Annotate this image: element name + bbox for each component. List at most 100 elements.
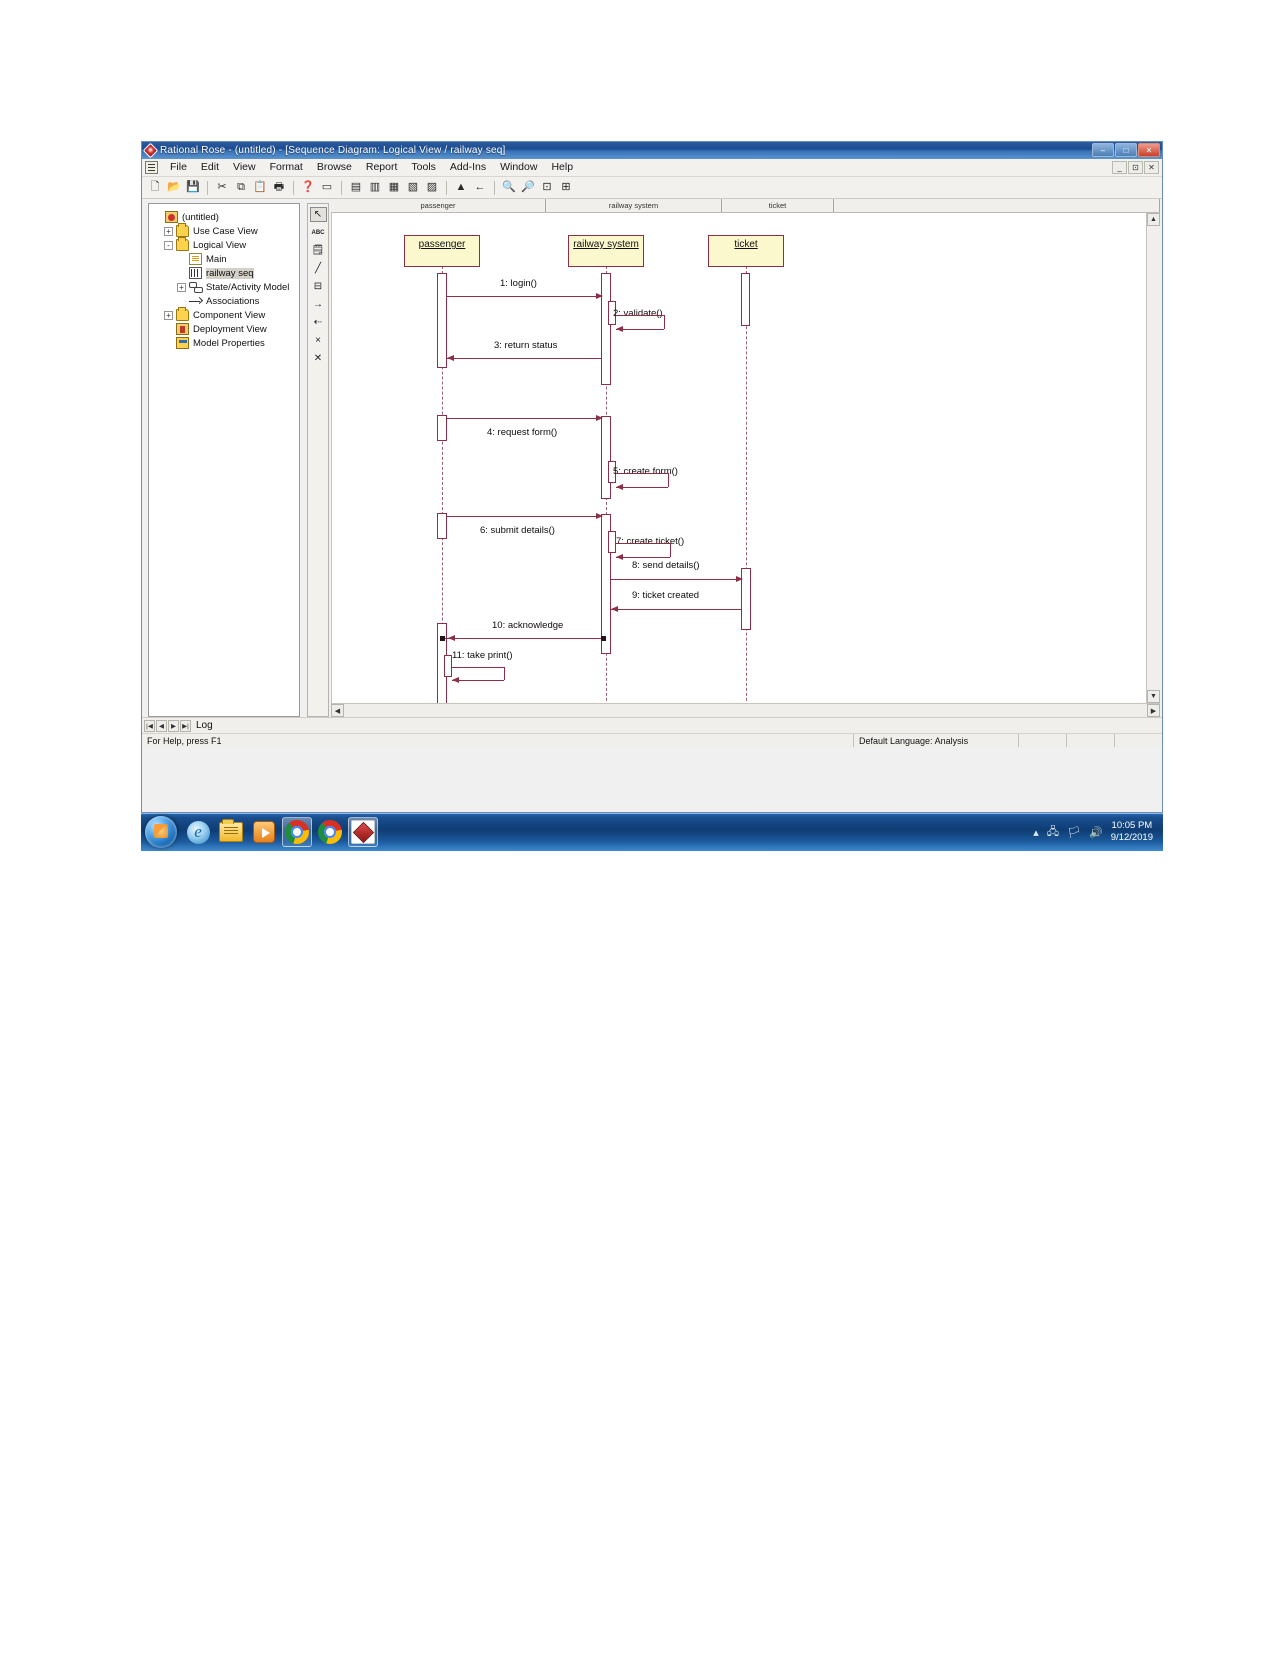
close-button[interactable]: ✕ — [1138, 143, 1160, 157]
expander-icon[interactable]: - — [164, 240, 173, 250]
save-icon[interactable]: 💾 — [186, 181, 200, 193]
log-nav-first-button[interactable]: |◀ — [144, 719, 155, 732]
menu-addins[interactable]: Add-Ins — [449, 161, 487, 173]
message-line-9[interactable] — [611, 609, 741, 610]
zoom-out-icon[interactable]: 🔎 — [521, 181, 535, 193]
destruction-marker-tool[interactable]: × — [315, 334, 321, 346]
browse-state-machine-diagram-icon[interactable]: ▧ — [407, 181, 419, 193]
scroll-down-icon[interactable]: ▼ — [1147, 690, 1160, 703]
log-nav-next-button[interactable]: ▶ — [168, 719, 179, 732]
message-line-2c[interactable] — [616, 329, 664, 330]
activation-railway-self-validate[interactable] — [608, 301, 616, 325]
object-box-passenger[interactable]: passenger — [404, 235, 480, 267]
message-line-3[interactable] — [447, 358, 601, 359]
activation-railway-self-createform[interactable] — [608, 461, 616, 483]
pane-splitter[interactable] — [300, 199, 307, 717]
sidebar-item-logical-view[interactable]: - Logical View — [153, 237, 297, 252]
activation-ticket-1[interactable] — [741, 273, 750, 326]
scroll-left-icon[interactable]: ◀ — [331, 704, 344, 717]
model-browser-tree[interactable]: (untitled) + Use Case View - Logical Vie… — [148, 203, 300, 717]
context-help-icon[interactable]: ❓ — [301, 181, 315, 193]
network-icon[interactable]: 🖧 — [1046, 825, 1060, 838]
message-line-5c[interactable] — [616, 487, 668, 488]
message-line-2a[interactable] — [616, 315, 664, 316]
browse-parent-icon[interactable]: ▲ — [455, 181, 467, 193]
activation-railway-self-createticket[interactable] — [608, 531, 616, 553]
activation-ticket-2[interactable] — [741, 568, 751, 630]
menu-file[interactable]: File — [170, 161, 187, 173]
maximize-button[interactable]: □ — [1115, 143, 1137, 157]
minimize-button[interactable]: – — [1092, 143, 1114, 157]
start-orb-icon[interactable] — [145, 816, 177, 848]
activation-passenger-1[interactable] — [437, 273, 447, 368]
canvas-vertical-scrollbar[interactable]: ▲ ▼ — [1146, 213, 1160, 703]
menu-edit[interactable]: Edit — [200, 161, 220, 173]
object-tool[interactable]: ⊟ — [313, 280, 323, 292]
cut-icon[interactable]: ✂ — [217, 181, 227, 193]
activation-railway-2[interactable] — [601, 416, 611, 499]
tab-log[interactable]: Log — [196, 720, 213, 731]
browse-deployment-diagram-icon[interactable]: ▨ — [426, 181, 438, 193]
message-line-6[interactable] — [447, 516, 601, 517]
window-titlebar[interactable]: Rational Rose - (untitled) - [Sequence D… — [142, 142, 1162, 159]
sequence-diagram-canvas[interactable]: passenger railway system ticket — [331, 213, 1146, 703]
delete-tool[interactable]: ✕ — [313, 352, 323, 364]
undo-fit-icon[interactable]: ⊞ — [561, 181, 571, 193]
canvas-horizontal-scrollbar[interactable]: ◀ ▶ — [331, 703, 1160, 717]
action-center-icon[interactable]: 🏳 — [1067, 826, 1082, 839]
menu-format[interactable]: Format — [269, 161, 303, 173]
activation-railway-1[interactable] — [601, 273, 611, 385]
expander-icon[interactable]: + — [164, 226, 173, 236]
expander-icon[interactable]: + — [164, 310, 173, 320]
open-icon[interactable]: 📂 — [167, 181, 181, 193]
view-documentation-icon[interactable]: ▭ — [321, 181, 333, 193]
tree-item-root[interactable]: (untitled) — [153, 210, 297, 224]
menu-report[interactable]: Report — [365, 161, 398, 173]
sidebar-item-main[interactable]: Main — [153, 252, 297, 266]
new-icon[interactable]: 🗋 — [150, 181, 160, 193]
menu-window[interactable]: Window — [500, 161, 538, 173]
menu-browse[interactable]: Browse — [316, 161, 352, 173]
menu-view[interactable]: View — [233, 161, 256, 173]
return-message-tool[interactable]: ⇠ — [313, 316, 323, 328]
show-hidden-icons-icon[interactable]: ▴ — [1033, 826, 1039, 839]
sidebar-item-model-properties[interactable]: Model Properties — [153, 336, 297, 350]
note-tool[interactable]: 🗒 — [311, 244, 325, 256]
message-line-8[interactable] — [611, 579, 741, 580]
message-line-1[interactable] — [447, 296, 601, 297]
message-line-7c[interactable] — [616, 557, 670, 558]
anchor-note-tool[interactable]: ╱ — [314, 262, 322, 274]
sidebar-item-associations[interactable]: Associations — [153, 294, 297, 308]
mdi-close-button[interactable]: ✕ — [1144, 161, 1159, 174]
browse-interaction-diagram-icon[interactable]: ▥ — [369, 181, 381, 193]
sidebar-item-use-case-view[interactable]: + Use Case View — [153, 223, 297, 238]
fit-in-window-icon[interactable]: ⊡ — [542, 181, 552, 193]
log-nav-last-button[interactable]: ▶| — [180, 719, 191, 732]
internet-explorer-icon[interactable] — [183, 817, 213, 847]
activation-passenger-3[interactable] — [437, 513, 447, 539]
sidebar-item-component-view[interactable]: + Component View — [153, 307, 297, 322]
browse-previous-icon[interactable]: ← — [474, 181, 486, 193]
activation-passenger-self-print[interactable] — [444, 655, 452, 677]
paste-icon[interactable]: 📋 — [253, 181, 267, 193]
message-line-11a[interactable] — [452, 667, 504, 668]
log-nav-prev-button[interactable]: ◀ — [156, 719, 167, 732]
message-line-7a[interactable] — [616, 543, 670, 544]
mdi-restore-button[interactable]: ⊡ — [1128, 161, 1143, 174]
text-tool[interactable]: ABC — [311, 229, 325, 236]
scroll-up-icon[interactable]: ▲ — [1147, 213, 1160, 226]
mdi-minimize-button[interactable]: _ — [1112, 161, 1127, 174]
message-line-4[interactable] — [447, 418, 601, 419]
media-player-icon[interactable] — [249, 817, 279, 847]
taskbar-clock[interactable]: 10:05 PM 9/12/2019 — [1111, 820, 1157, 844]
zoom-in-icon[interactable]: 🔍 — [502, 181, 516, 193]
browse-class-diagram-icon[interactable]: ▤ — [350, 181, 362, 193]
selection-tool[interactable]: ↖ — [309, 207, 327, 222]
copy-icon[interactable]: ⧉ — [237, 181, 245, 193]
object-box-ticket[interactable]: ticket — [708, 235, 784, 267]
object-box-railway-system[interactable]: railway system — [568, 235, 644, 267]
windows-explorer-icon[interactable] — [216, 817, 246, 847]
sidebar-item-railway-seq[interactable]: railway seq — [153, 266, 297, 280]
sidebar-item-deployment-view[interactable]: Deployment View — [153, 322, 297, 336]
object-message-tool[interactable]: → — [313, 298, 323, 310]
